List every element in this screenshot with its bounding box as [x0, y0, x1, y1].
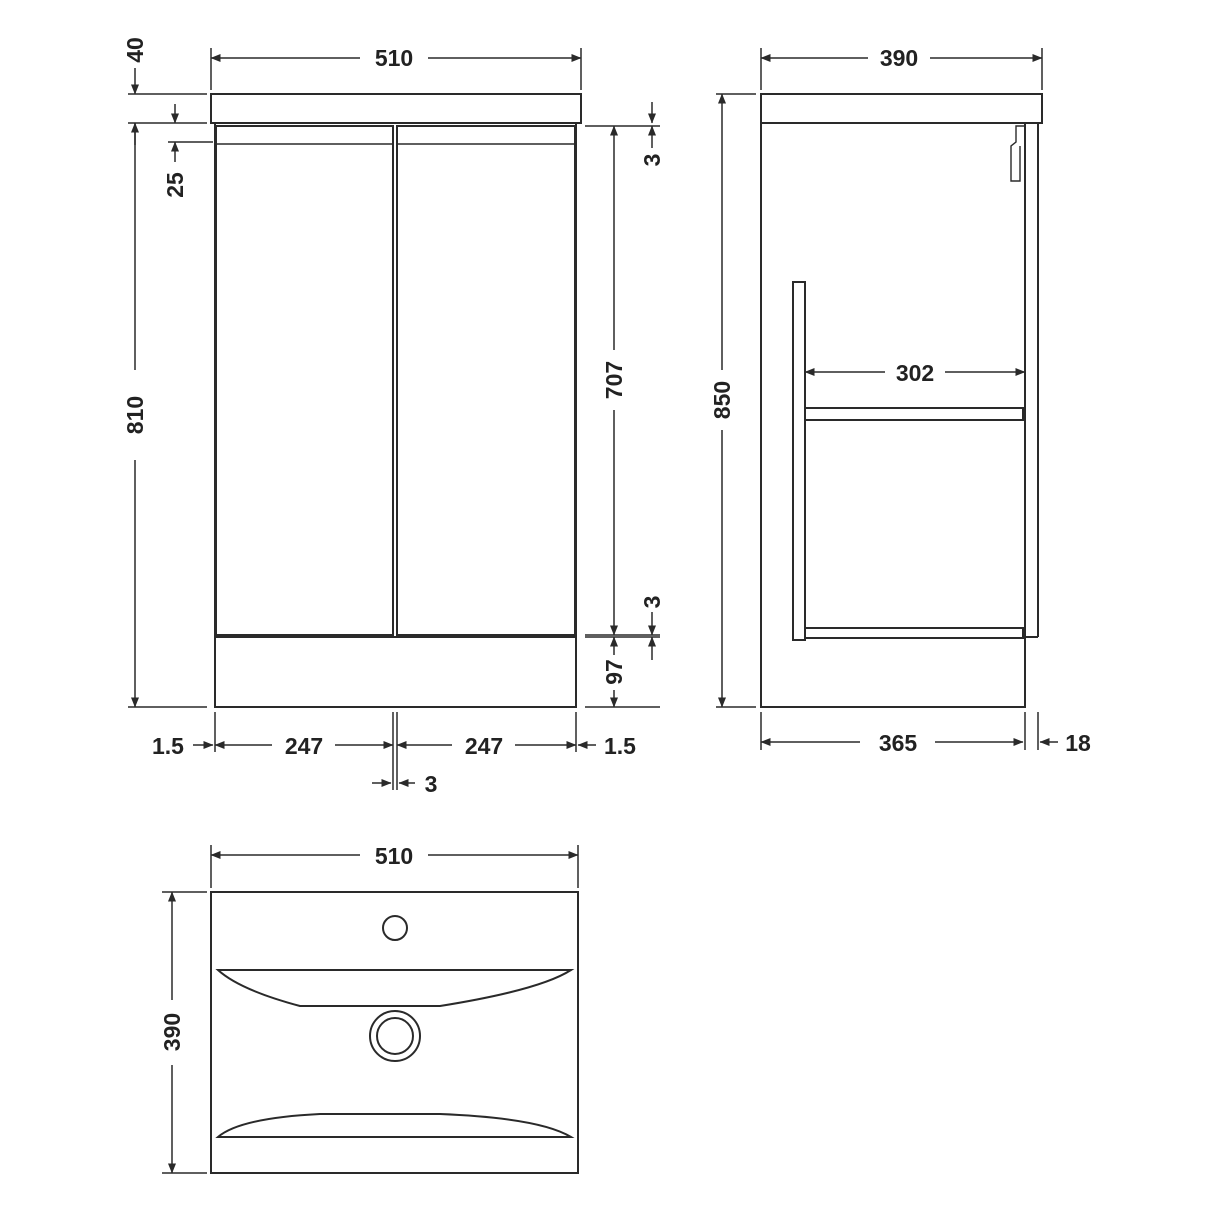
side-worktop: [760, 93, 1043, 124]
dim-top-gap: 3: [639, 154, 665, 167]
dim-bottom-gap: 3: [639, 596, 665, 609]
dim-top-thickness: 40: [122, 37, 148, 63]
side-carcass: [760, 122, 1026, 708]
dim-side-depth: 390: [880, 45, 918, 71]
dim-plinth-height: 97: [601, 659, 627, 685]
side-base-panel: [804, 627, 1024, 639]
basin-outline: [210, 891, 579, 1174]
dim-door-height: 707: [601, 361, 627, 399]
front-view: [210, 93, 582, 708]
side-handle: [1010, 125, 1025, 182]
side-dimensions: 390 850 302 365 18: [709, 45, 1091, 756]
dim-right-door-width: 247: [465, 733, 503, 759]
front-right-door: [396, 125, 576, 636]
dim-carcass-depth: 365: [879, 730, 918, 756]
waste-outer: [369, 1010, 421, 1062]
plan-view: [210, 891, 579, 1174]
front-carcass: [214, 122, 577, 708]
plan-dimensions: 510 390: [159, 843, 579, 1174]
dim-drawer-gap-top: 25: [162, 172, 188, 198]
dim-basin-depth: 390: [159, 1013, 185, 1051]
front-left-door: [215, 125, 394, 636]
side-view: [760, 93, 1043, 708]
side-back-panel: [792, 281, 806, 641]
dim-door-thickness: 18: [1065, 730, 1091, 756]
waste-inner: [376, 1017, 414, 1055]
dim-left-side-gap: 1.5: [152, 733, 184, 759]
dim-right-side-gap: 1.5: [604, 733, 636, 759]
dim-inner-depth: 302: [896, 360, 934, 386]
side-shelf: [804, 407, 1024, 421]
basin-front-edge: [215, 969, 575, 1007]
dim-basin-width: 510: [375, 843, 413, 869]
dim-left-door-width: 247: [285, 733, 323, 759]
dim-total-height: 850: [709, 381, 735, 419]
dim-front-width: 510: [375, 45, 413, 71]
dim-cabinet-height: 810: [122, 396, 148, 434]
tap-hole: [382, 915, 408, 941]
basin-back-edge: [215, 1113, 575, 1138]
dim-door-gap: 3: [425, 771, 438, 797]
front-worktop: [210, 93, 582, 124]
front-dimensions: 510 40 25 810 3 707 3: [122, 37, 665, 797]
